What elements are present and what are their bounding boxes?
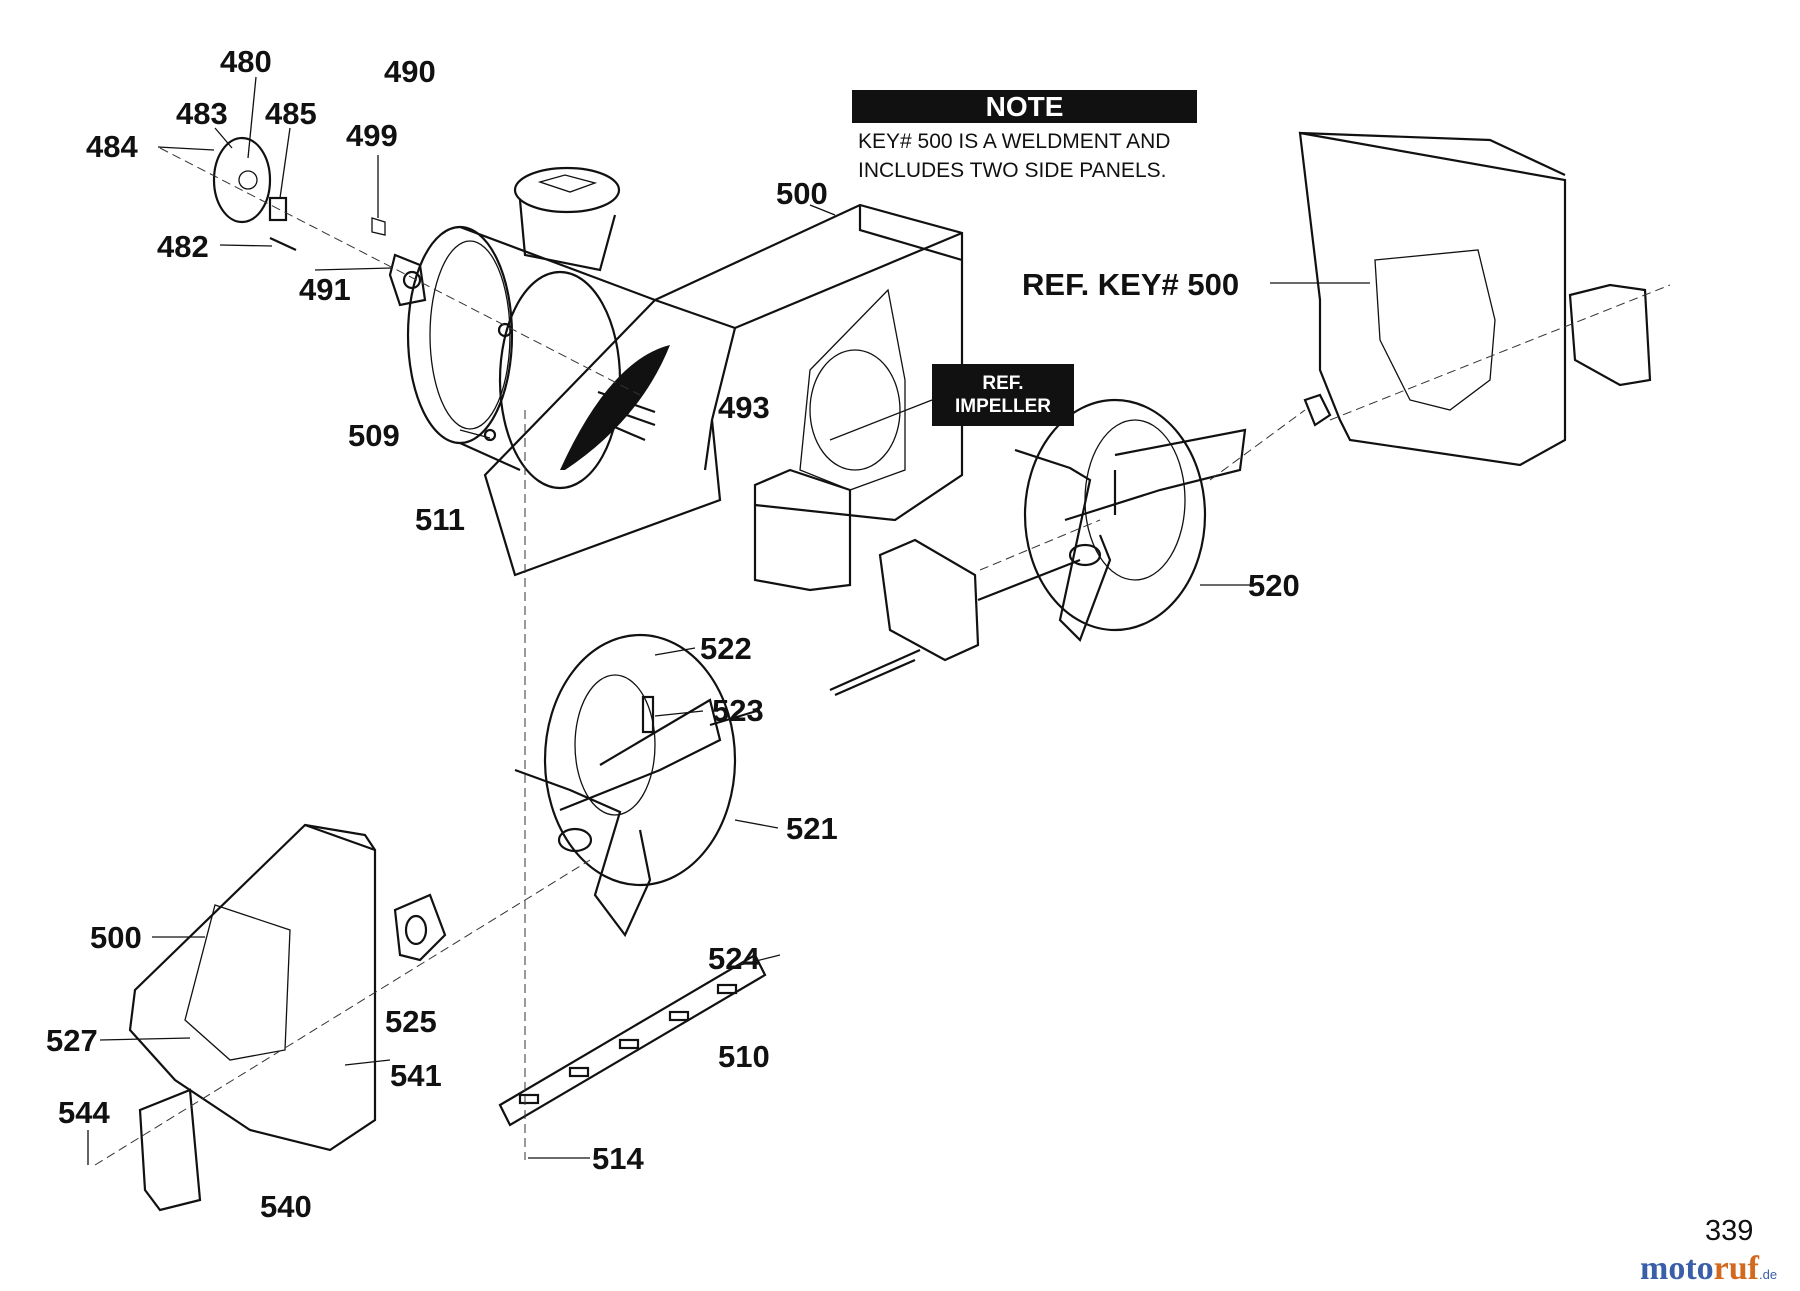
note-header: NOTE [852,90,1197,123]
ref-impeller-line-2: IMPELLER [954,396,1052,417]
gearbox-drawing [753,468,1081,697]
part-label-525: 525 [385,1004,437,1039]
impeller-drawing [1014,398,1247,642]
part-label-521: 521 [786,811,838,846]
part-label-480: 480 [220,44,272,79]
part-label-523: 523 [712,693,764,728]
shave-plate-drawing [498,953,767,1127]
watermark-part-2: ruf [1713,1250,1759,1287]
part-label-514: 514 [592,1141,644,1176]
part-label-483: 483 [176,96,228,131]
part-label-485: 485 [265,96,317,131]
part-label-493: 493 [718,390,770,425]
part-label-510: 510 [718,1039,770,1074]
auger-drawing [514,633,761,938]
note-line-2: INCLUDES TWO SIDE PANELS. [858,159,1167,182]
part-label-520: 520 [1248,568,1300,603]
part-label-524: 524 [708,941,760,976]
part-label-511: 511 [415,502,466,537]
ref-impeller-box: REF. IMPELLER [932,364,1074,426]
assembly-centerlines [94,147,1671,1166]
right-side-panel-drawing [1298,131,1652,467]
ref-impeller-line-1: REF. [982,373,1024,394]
part-label-541: 541 [390,1058,442,1093]
part-label-540: 540 [260,1189,312,1224]
watermark-logo: motoruf.de [1640,1250,1777,1288]
part-label-499: 499 [346,118,398,153]
leader-lines [87,76,1370,1165]
pulley-parts-drawing [212,136,427,307]
part-label-482: 482 [157,229,209,264]
page-number: 339 [1705,1215,1754,1247]
part-label-527: 527 [46,1023,98,1058]
part-label-490: 490 [384,54,436,89]
part-label-522: 522 [700,631,752,666]
part-label-491: 491 [299,272,351,307]
watermark-part-3: .de [1758,1267,1778,1282]
note-line-1: KEY# 500 IS A WELDMENT AND [858,130,1171,153]
part-label-484: 484 [86,129,138,164]
part-label-544: 544 [58,1095,110,1130]
watermark-part-1: moto [1640,1250,1714,1287]
part-label-ref-key-500: REF. KEY# 500 [1022,267,1240,302]
note-body: KEY# 500 IS A WELDMENT AND INCLUDES TWO … [858,127,1170,185]
part-label-509: 509 [348,418,400,453]
auger-housing-drawing [406,166,964,577]
part-label-500-bottom: 500 [90,920,142,955]
part-label-500-top: 500 [776,176,828,211]
left-side-panel-drawing [128,823,447,1212]
